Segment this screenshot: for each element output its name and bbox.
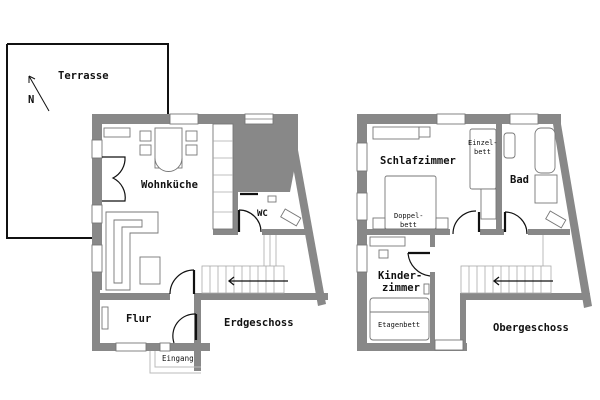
wall-wc-south	[262, 229, 307, 235]
nightstand	[435, 217, 449, 230]
window	[159, 342, 171, 352]
coat-rack	[101, 306, 109, 330]
room-label-kinderzimmer-1: Kinder-	[378, 270, 422, 282]
room-label-wohnkueche: Wohnküche	[141, 179, 198, 191]
bunk-bed	[369, 297, 430, 341]
shelf	[369, 236, 406, 247]
window	[356, 142, 368, 172]
chair	[139, 130, 152, 142]
room-label-kinderzimmer-2: zimmer	[382, 282, 420, 294]
wall-bad-south	[528, 229, 570, 235]
wall-east-slant	[290, 150, 326, 306]
room-label-wc: WC	[257, 209, 268, 219]
desk	[480, 188, 497, 220]
double-bed	[384, 175, 437, 230]
wc-sink	[267, 195, 277, 203]
wall-flur-east	[194, 293, 201, 371]
window	[91, 139, 103, 159]
bathroom-door[interactable]	[504, 211, 528, 235]
dresser	[372, 126, 420, 140]
entrance-step	[149, 351, 201, 374]
stairs	[460, 265, 552, 294]
chair	[185, 130, 198, 142]
bathroom-sink	[503, 132, 516, 159]
bedroom-door[interactable]	[452, 210, 477, 235]
chair	[139, 144, 152, 156]
kitchen-door[interactable]	[169, 269, 195, 295]
furniture-label-einzelbett-1: Einzel-	[468, 139, 498, 147]
window	[115, 342, 147, 352]
toilet	[280, 208, 302, 227]
chair	[185, 144, 198, 156]
window	[91, 204, 103, 224]
coffee-table	[139, 256, 161, 285]
wall-kinder-east-top	[430, 235, 435, 247]
furniture-label-doppelbett-1: Doppel-	[394, 212, 424, 220]
window	[356, 192, 368, 221]
wall-flur-south	[92, 343, 210, 351]
room-label-flur: Flur	[126, 313, 151, 325]
nightstand	[372, 217, 386, 230]
wall-og-stair-south	[460, 293, 590, 300]
kinderzimmer-door[interactable]	[407, 252, 431, 277]
lamp	[423, 283, 430, 295]
sideboard	[103, 127, 131, 138]
compass-label: N	[28, 94, 34, 106]
shower	[534, 174, 558, 204]
chair	[378, 249, 389, 259]
wc-door[interactable]	[238, 209, 262, 233]
obergeschoss-plan: Schlafzimmer Bad Kinder- zimmer Einzel- …	[356, 113, 592, 351]
entrance-door[interactable]	[172, 313, 197, 344]
window	[356, 244, 368, 273]
kitchen-counter	[212, 123, 234, 230]
wall-schlaf-south	[367, 229, 450, 235]
wall-mid-south	[480, 229, 504, 235]
wall-og-stair-west	[460, 293, 466, 350]
wall-bed-bath	[496, 124, 502, 234]
terrasse-outline	[6, 43, 169, 239]
room-label-bad: Bad	[510, 174, 529, 186]
wall-kinder-east	[430, 272, 435, 350]
stairs	[201, 265, 285, 294]
wall-flur-west	[92, 290, 100, 350]
window	[436, 113, 466, 125]
furniture-label-einzelbett-2: bett	[474, 148, 491, 156]
room-label-schlafzimmer: Schlafzimmer	[380, 155, 456, 167]
floor-label-erdgeschoss: Erdgeschoss	[224, 317, 294, 329]
room-label-eingang: Eingang	[162, 354, 194, 363]
wall-og-south	[357, 343, 467, 351]
nightstand	[418, 126, 431, 138]
stair-arrow-icon	[492, 276, 553, 286]
window	[434, 339, 464, 351]
toilet	[545, 210, 567, 229]
stair-arrow-icon	[227, 276, 288, 286]
terrace-door[interactable]	[102, 156, 126, 202]
room-label-terrasse: Terrasse	[58, 70, 109, 82]
erdgeschoss-plan: Terrasse N Wohnküche WC Flur Eingang Erd…	[6, 43, 328, 374]
wall-og-east-slant	[553, 124, 592, 308]
wall-block	[237, 124, 298, 192]
furniture-label-doppelbett-2: bett	[400, 221, 417, 229]
window	[169, 113, 199, 125]
wall-kitchen-counter-base	[213, 229, 238, 235]
sofa-seat	[113, 219, 143, 284]
north-arrow-icon	[28, 75, 50, 112]
furniture-label-etagenbett: Etagenbett	[378, 321, 420, 329]
window	[509, 113, 539, 125]
single-bed	[469, 128, 497, 190]
table-round-end	[154, 157, 183, 172]
wall-flur-north	[92, 293, 170, 300]
wall-kitchen-wc	[233, 124, 238, 234]
window	[91, 244, 103, 273]
bathtub	[534, 127, 556, 174]
wall-stair-south	[194, 293, 328, 300]
floor-label-obergeschoss: Obergeschoss	[493, 322, 569, 334]
